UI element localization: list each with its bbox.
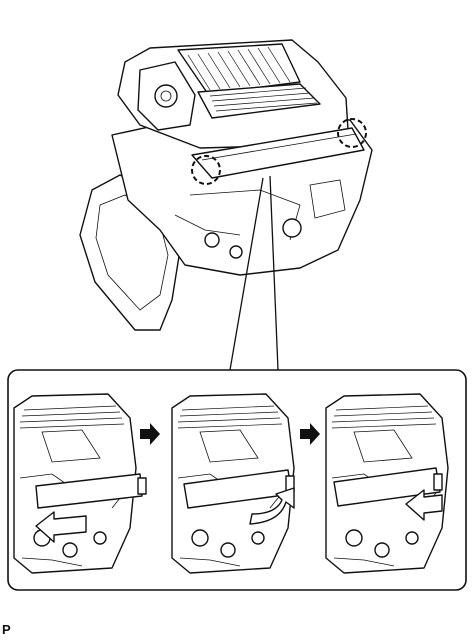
clip-callout-right xyxy=(337,118,367,148)
heater-blower-unit xyxy=(79,39,373,331)
slide-left-arrow xyxy=(35,511,87,543)
sequence-arrow-1 xyxy=(140,423,160,445)
detail-panel-3 xyxy=(325,393,449,574)
slot-hatch xyxy=(209,87,318,112)
filter-cover-3 xyxy=(333,467,441,507)
clip-callout-left xyxy=(191,155,221,185)
grille-hatch xyxy=(187,46,291,91)
leader-line-right xyxy=(269,175,279,371)
filter-cover-1 xyxy=(35,473,143,509)
detail-panel-2 xyxy=(171,393,295,574)
detail-panel-1 xyxy=(13,393,147,574)
slide-right-arrow xyxy=(405,489,443,521)
figure-caption: P xyxy=(2,622,11,637)
filter-cover xyxy=(191,127,365,179)
motor-cap xyxy=(154,84,178,108)
rotate-arrow xyxy=(249,487,295,525)
leader-line-left xyxy=(229,177,264,371)
filter-slot xyxy=(197,83,321,119)
sequence-arrow-2 xyxy=(300,423,320,445)
